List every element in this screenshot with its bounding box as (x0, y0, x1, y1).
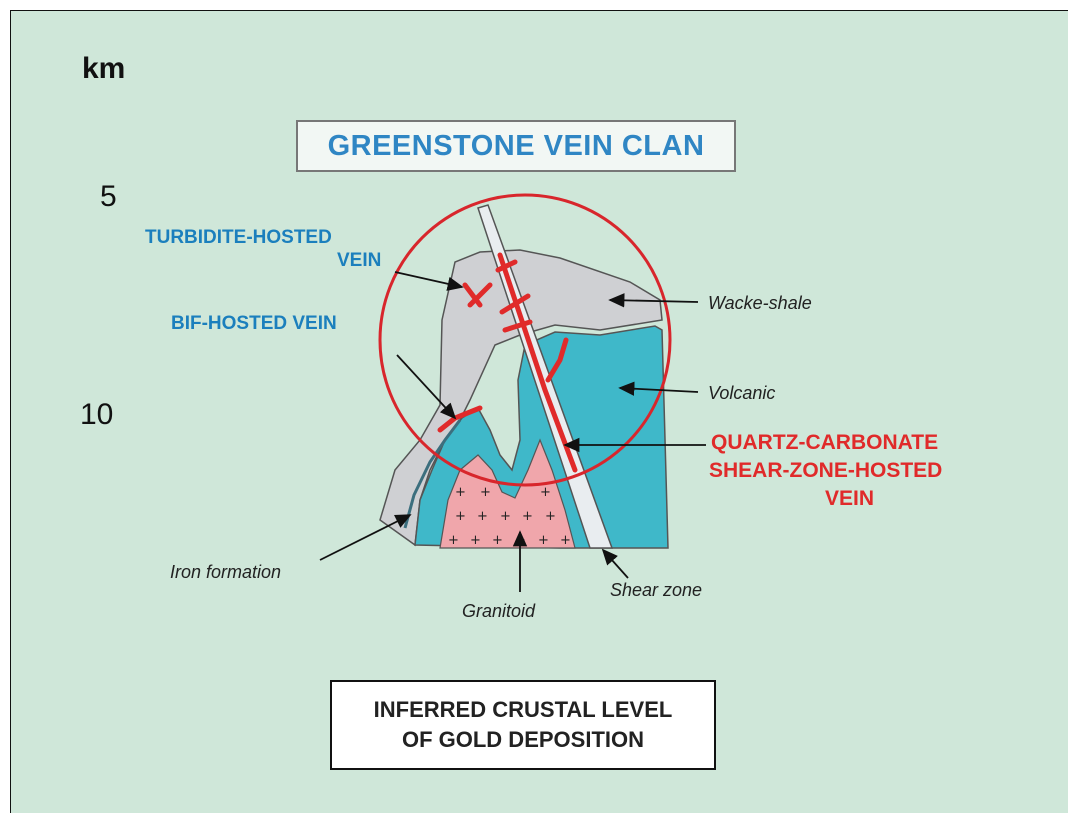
svg-text:+: + (560, 533, 571, 548)
svg-text:+: + (540, 485, 551, 500)
turbidite-label-line2: VEIN (337, 250, 381, 272)
quartz-carbonate-label-line3: VEIN (825, 487, 874, 511)
svg-text:+: + (545, 509, 556, 524)
inferred-crustal-level-box: INFERRED CRUSTAL LEVEL OF GOLD DEPOSITIO… (330, 680, 716, 770)
arrow-shear-zone (603, 550, 628, 578)
inferred-box-line2: OF GOLD DEPOSITION (402, 725, 644, 755)
svg-text:+: + (492, 533, 503, 548)
volcanic-label: Volcanic (708, 383, 775, 404)
iron-formation-label: Iron formation (170, 562, 281, 583)
arrow-iron-formation (320, 515, 410, 560)
wacke-shale-label: Wacke-shale (708, 293, 812, 314)
quartz-carbonate-label-line2: SHEAR-ZONE-HOSTED (709, 459, 942, 483)
svg-text:+: + (448, 533, 459, 548)
bif-label: BIF-HOSTED VEIN (171, 313, 337, 335)
svg-text:+: + (455, 509, 466, 524)
svg-text:+: + (500, 509, 511, 524)
svg-text:+: + (455, 485, 466, 500)
svg-text:+: + (522, 509, 533, 524)
svg-text:+: + (470, 533, 481, 548)
inferred-box-line1: INFERRED CRUSTAL LEVEL (374, 695, 673, 725)
turbidite-label-line1: TURBIDITE-HOSTED (145, 227, 332, 249)
svg-text:+: + (538, 533, 549, 548)
svg-text:+: + (480, 485, 491, 500)
quartz-carbonate-label-line1: QUARTZ-CARBONATE (711, 431, 938, 455)
granitoid-label: Granitoid (462, 601, 535, 622)
shear-zone-label: Shear zone (610, 580, 702, 601)
svg-text:+: + (477, 509, 488, 524)
